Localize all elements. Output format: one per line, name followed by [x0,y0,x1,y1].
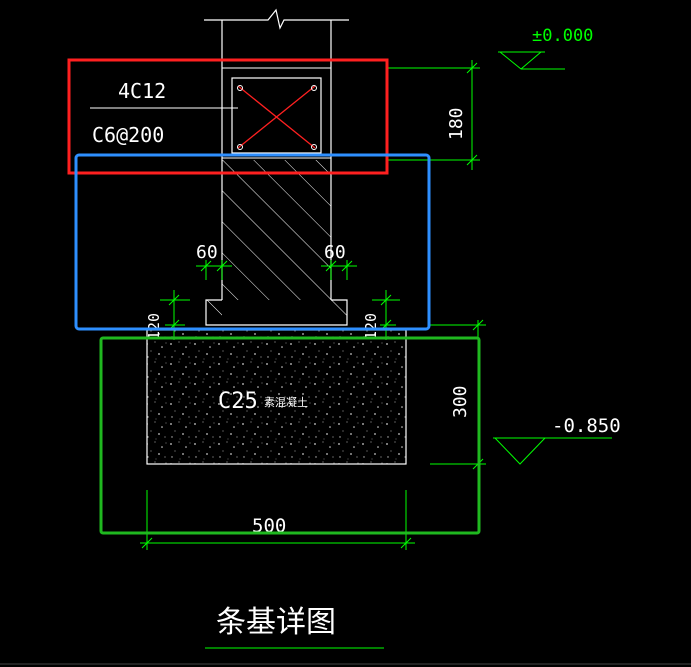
dim-small-right-label: 120 [362,313,380,340]
footing-highlight-box [99,336,481,535]
dim-beam-height-label: 180 [446,107,467,140]
wall-step-outline [205,299,348,326]
rebar-main-label: 4C12 [118,79,166,103]
elevation-top-label: ±0.000 [532,26,593,46]
concrete-footing [146,329,407,465]
concrete-type-label: 素混凝土 [264,395,308,409]
dim-step-left-label: 60 [196,242,218,263]
ring-beam [221,67,332,159]
hatched-wall [206,160,347,325]
dim-step-right-label: 60 [324,242,346,263]
dim-small-left-label: 120 [145,313,163,340]
dim-footing-height-label: 300 [450,385,471,418]
rebar-highlight-box [67,58,389,175]
rebar-stirrup-label: C6@200 [92,123,164,147]
dimension-lines [140,51,612,649]
wall-highlight-box [74,153,431,331]
elevation-bottom-label: -0.850 [552,415,621,437]
drawing-title: 条基详图 [216,605,336,640]
concrete-grade-label: C25 [218,389,258,414]
